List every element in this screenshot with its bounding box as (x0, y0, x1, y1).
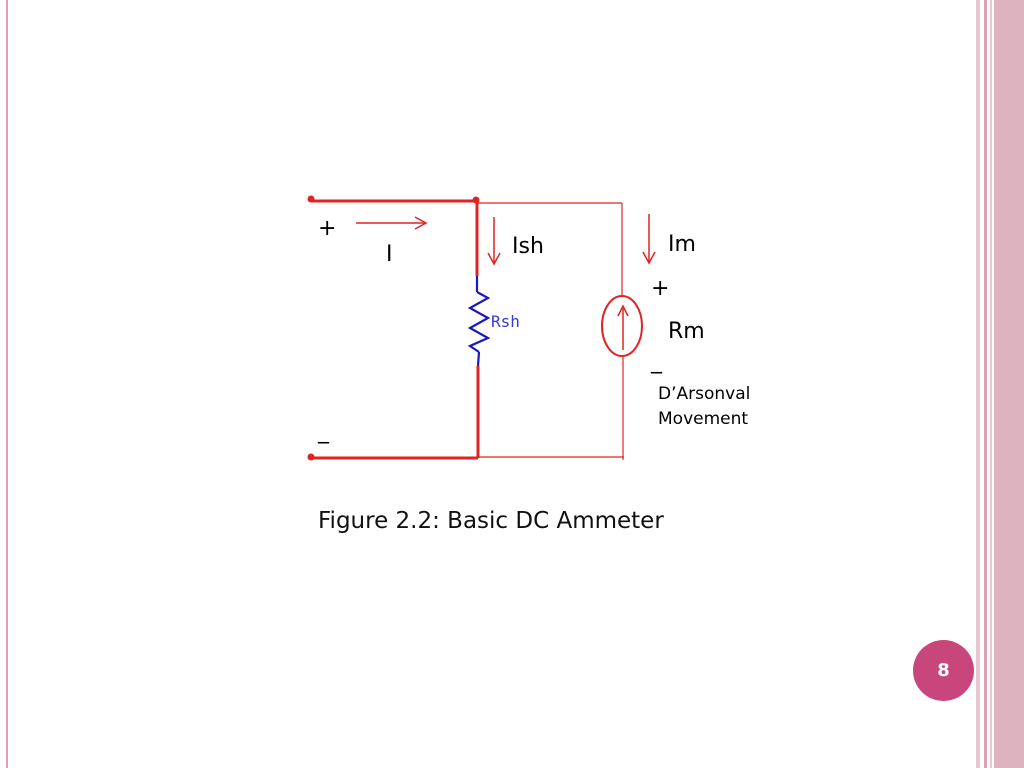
terminal-top-left (307, 195, 315, 203)
movement-label-line2: Movement (658, 409, 748, 429)
movement-label-line1: D’Arsonval (658, 384, 750, 404)
page-number-badge: 8 (913, 640, 974, 701)
plus-meter-label: + (651, 276, 669, 301)
page-number: 8 (937, 660, 950, 681)
terminal-bottom-left (307, 453, 315, 461)
plus-left-label: + (318, 216, 336, 241)
current-i-arrow-icon (414, 216, 428, 230)
current-total-label: I (386, 242, 393, 267)
meter-resistance-label: Rm (668, 319, 705, 344)
resistor-lead-bottom (476, 351, 481, 367)
current-im-arrow-icon (642, 251, 656, 265)
minus-meter-label: _ (650, 349, 663, 374)
figure-caption: Figure 2.2: Basic DC Ammeter (318, 508, 664, 534)
current-ish-arrow-icon (487, 252, 501, 266)
shunt-resistor-symbol (467, 291, 491, 353)
junction-top (472, 196, 480, 204)
current-shunt-label: Ish (512, 234, 544, 259)
right-decorative-stripes (976, 0, 1024, 768)
meter-arrow-icon (617, 304, 629, 317)
current-meter-label: Im (668, 232, 696, 257)
left-border-line (6, 0, 8, 768)
meter-movement-symbol (601, 295, 643, 357)
shunt-resistance-label: Rsh (491, 312, 520, 331)
minus-left-label: _ (317, 419, 330, 444)
